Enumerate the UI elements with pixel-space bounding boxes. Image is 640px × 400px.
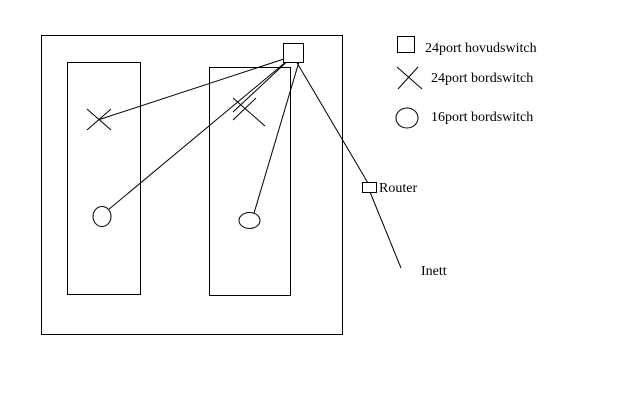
left-table-switch-cross-icon: [86, 108, 112, 131]
left-table-switch-circle-icon: [92, 206, 112, 227]
link-main-to-router: [292, 55, 369, 184]
router-label: Router: [379, 181, 418, 196]
legend-24port-table-switch-label: 24port bordswitch: [431, 71, 534, 86]
link-main-to-left-circle: [101, 55, 294, 216]
link-router-to-internet: [369, 191, 402, 269]
room-outline: [41, 35, 343, 335]
legend-cross-icon: [396, 66, 423, 90]
legend-16port-table-switch-label: 16port bordswitch: [431, 110, 534, 125]
router-box-icon: [362, 182, 377, 193]
legend-square-icon: [397, 36, 415, 53]
table-block-left: [67, 62, 141, 295]
internet-label: Inett: [421, 264, 447, 279]
link-main-to-right-cross: [232, 55, 294, 113]
legend-circle-icon: [395, 107, 419, 129]
link-main-to-right-circle: [251, 54, 302, 221]
legend-main-switch-label: 24port hovudswitch: [425, 41, 537, 56]
table-block-right: [209, 67, 291, 296]
right-table-switch-circle-icon: [238, 212, 261, 229]
link-main-to-left-cross: [97, 55, 294, 121]
main-switch-square-icon: [283, 43, 304, 63]
right-table-switch-cross-icon: [232, 97, 266, 127]
